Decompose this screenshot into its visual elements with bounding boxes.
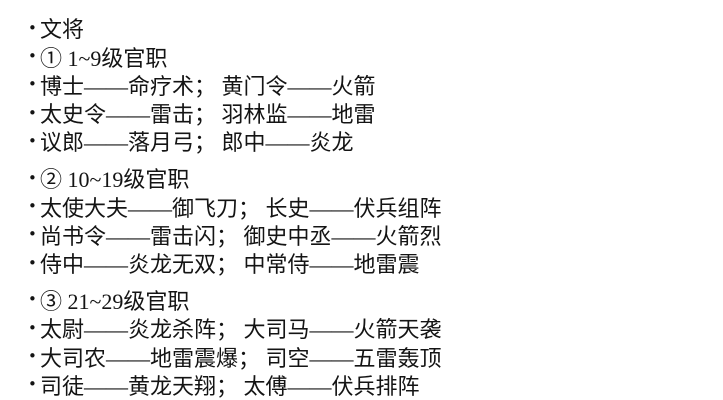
bullet-icon: • xyxy=(28,347,37,366)
bullet-icon: • xyxy=(28,103,37,122)
skill-row: • 太史令——雷击； 羽林监——地雷 xyxy=(28,99,715,127)
bullet-icon: • xyxy=(28,46,37,65)
skill-row-text: 尚书令——雷击闪； 御史中丞——火箭烈 xyxy=(40,223,442,249)
skill-row: • 尚书令——雷击闪； 御史中丞——火箭烈 xyxy=(28,221,715,249)
bullet-icon: • xyxy=(28,225,37,244)
skill-row-text: 太使大夫——御飞刀； 长史——伏兵组阵 xyxy=(40,195,442,221)
section-header-text: ② 10~19级官职 xyxy=(40,167,190,193)
skill-row: • 太使大夫——御飞刀； 长史——伏兵组阵 xyxy=(28,192,715,221)
skill-row-text: 侍中——炎龙无双； 中常侍——地雷震 xyxy=(40,252,420,278)
skill-row-text: 太尉——炎龙杀阵； 大司马——火箭天袭 xyxy=(40,317,442,343)
section-header-text: ③ 21~29级官职 xyxy=(40,288,190,314)
section-2-header: • ② 10~19级官职 xyxy=(28,164,715,192)
bullet-icon: • xyxy=(28,375,37,394)
skill-row: • 侍中——炎龙无双； 中常侍——地雷震 xyxy=(28,249,715,277)
section-header-text: ① 1~9级官职 xyxy=(40,45,168,71)
skill-row-text: 大司农——地雷震爆； 司空——五雷轰顶 xyxy=(40,345,442,371)
bullet-icon: • xyxy=(28,18,37,37)
bullet-icon: • xyxy=(28,75,37,94)
title-line: • 文将 xyxy=(28,14,715,42)
skill-row: • 博士——命疗术； 黄门令——火箭 xyxy=(28,71,715,99)
skill-row: • 议郎——落月弓； 郎中——炎龙 xyxy=(28,127,715,155)
bullet-icon: • xyxy=(28,318,37,337)
section-1-header: • ① 1~9级官职 xyxy=(28,42,715,71)
skill-row-text: 太史令——雷击； 羽林监——地雷 xyxy=(40,102,376,128)
bullet-icon: • xyxy=(28,197,37,216)
section-3-header: • ③ 21~29级官职 xyxy=(28,286,715,314)
bullet-icon: • xyxy=(28,253,37,272)
skill-row: • 司徒——黄龙天翔； 太傅——伏兵排阵 xyxy=(28,371,715,399)
skill-row: • 大司农——地雷震爆； 司空——五雷轰顶 xyxy=(28,342,715,371)
skill-row: • 太尉——炎龙杀阵； 大司马——火箭天袭 xyxy=(28,314,715,342)
skill-row-text: 议郎——落月弓； 郎中——炎龙 xyxy=(40,130,354,156)
bullet-icon: • xyxy=(28,131,37,150)
bullet-icon: • xyxy=(28,290,37,309)
bullet-icon: • xyxy=(28,168,37,187)
title-text: 文将 xyxy=(40,17,85,43)
skill-row-text: 司徒——黄龙天翔； 太傅——伏兵排阵 xyxy=(40,373,420,399)
skill-row-text: 博士——命疗术； 黄门令——火箭 xyxy=(40,73,376,99)
